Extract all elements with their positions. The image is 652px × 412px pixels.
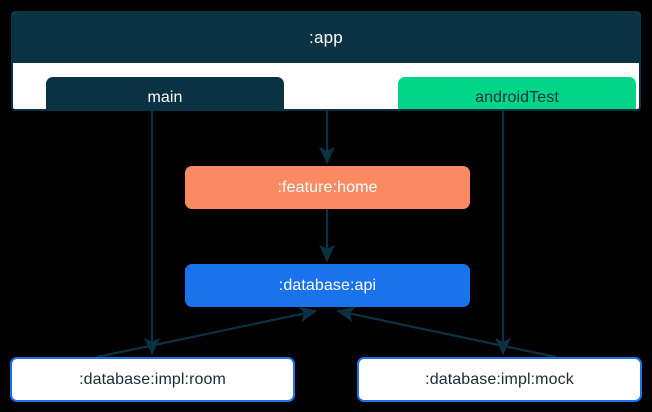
subgraph-app[interactable]: :app main androidTest	[11, 11, 641, 111]
node-main[interactable]: main	[46, 77, 284, 109]
node-database-api-label: :database:api	[278, 276, 377, 294]
node-feature-home-label: :feature:home	[277, 178, 378, 196]
subgraph-app-title: :app	[13, 13, 639, 63]
node-database-impl-room-label: :database:impl:room	[79, 370, 226, 388]
node-database-impl-mock[interactable]: :database:impl:mock	[357, 357, 642, 402]
node-feature-home[interactable]: :feature:home	[185, 166, 470, 209]
node-main-label: main	[147, 88, 183, 106]
node-database-api[interactable]: :database:api	[185, 264, 470, 307]
node-androidtest-label: androidTest	[475, 88, 559, 106]
edge-database-impl-mock-to-database-api	[336, 306, 557, 359]
edge-database-impl-room-to-database-api	[96, 306, 318, 359]
node-androidtest[interactable]: androidTest	[398, 77, 636, 109]
node-database-impl-mock-label: :database:impl:mock	[425, 370, 574, 388]
node-database-impl-room[interactable]: :database:impl:room	[10, 357, 295, 402]
